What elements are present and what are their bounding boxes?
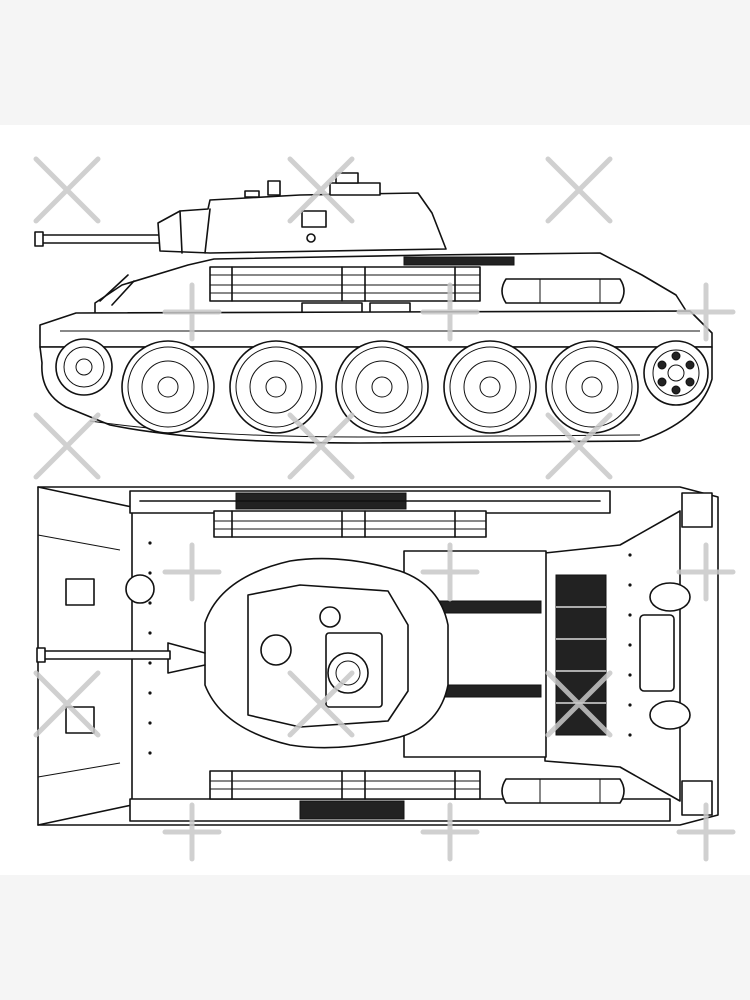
road-wheel-5 <box>545 340 639 434</box>
turret-side <box>157 172 447 254</box>
driver-hatch <box>65 578 95 606</box>
hull-superstructure-side <box>94 252 691 318</box>
tank-top-view <box>36 486 719 826</box>
bottom-margin-band <box>0 875 750 1000</box>
blueprint-canvas <box>0 125 750 875</box>
watermark-pattern <box>33 156 736 862</box>
tank-side-view <box>34 172 713 444</box>
blueprint-svg <box>33 156 736 862</box>
road-wheel-3 <box>335 340 429 434</box>
track-upper-side <box>39 310 713 348</box>
engine-deck-top <box>544 510 691 802</box>
gun-barrel-side <box>34 231 161 247</box>
top-margin-band <box>0 0 750 125</box>
rear-box-top <box>681 492 713 528</box>
edge-rivets <box>148 541 632 755</box>
road-wheel-1 <box>121 340 215 434</box>
idler-wheel <box>55 338 113 396</box>
fender-stowage-top <box>129 490 611 538</box>
drive-sprocket <box>643 340 709 406</box>
road-wheel-4 <box>443 340 537 434</box>
fender-stowage-bottom <box>129 770 671 822</box>
antenna-mount <box>125 574 155 604</box>
gun-barrel-top <box>36 647 171 663</box>
road-wheel-2 <box>229 340 323 434</box>
